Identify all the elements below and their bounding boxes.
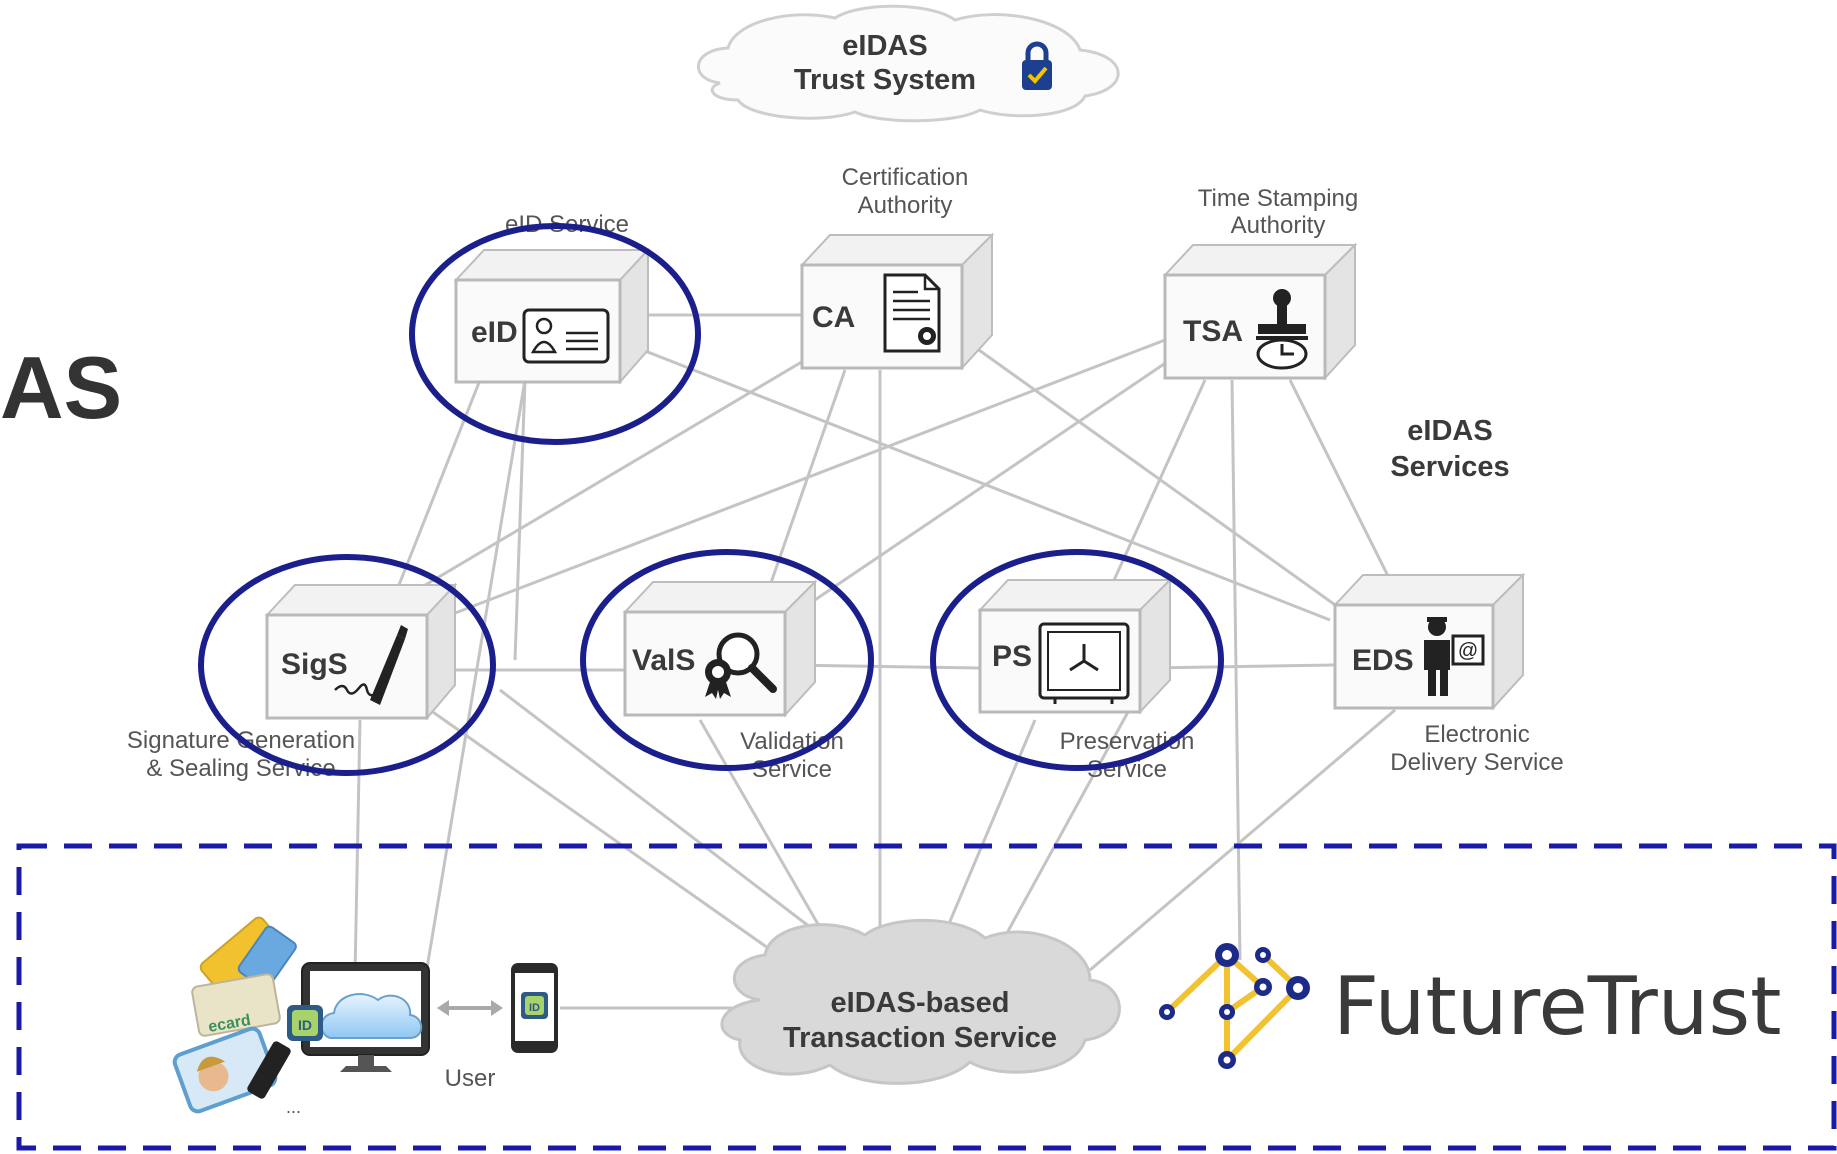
- node-sigs: SigS Signature Generation & Sealing Serv…: [127, 582, 458, 782]
- node-eid: eID eID Service: [453, 211, 651, 385]
- computer-monitor-icon: ID: [287, 962, 430, 1072]
- node-eds: EDS @ Electronic Delivery Service: [1332, 572, 1564, 776]
- highlight-eid: [409, 223, 701, 445]
- id-cards-stack-icon: ecard ...: [172, 916, 301, 1117]
- node-ps: PS Preservation Service: [977, 577, 1194, 783]
- id-badge-monitor: ID: [298, 1017, 312, 1033]
- safe-icon: [1038, 622, 1130, 704]
- certificate-icon: [883, 273, 941, 353]
- futuretrust-logo: FutureTrust: [1159, 943, 1782, 1069]
- transaction-subtitle: Transaction Service: [783, 1022, 1057, 1054]
- highlight-sigs: [198, 554, 496, 776]
- padlock-icon: [1022, 41, 1052, 90]
- node-ca-code: CA: [812, 301, 855, 334]
- highlight-vals: [580, 549, 874, 771]
- courier-mail-icon: @: [1424, 617, 1485, 696]
- node-tsa-code: TSA: [1183, 315, 1243, 348]
- node-tsa: TSA Time Stamping Authority: [1162, 185, 1359, 381]
- connector-lines: [353, 313, 1402, 1010]
- at-symbol: @: [1458, 640, 1478, 662]
- id-badge-phone: ID: [529, 1002, 540, 1014]
- node-eds-caption-line1: Electronic: [1424, 721, 1529, 748]
- double-arrow-icon: [437, 1000, 503, 1016]
- transaction-service-cloud: eIDAS-based Transaction Service: [720, 918, 1121, 1085]
- side-text: AS: [0, 338, 122, 437]
- ellipsis-label: ...: [286, 1097, 301, 1117]
- id-card-icon: [522, 308, 610, 364]
- smartphone-icon: ID: [511, 963, 558, 1053]
- node-ca-caption-line1: Certification: [842, 164, 969, 191]
- node-ps-code: PS: [992, 640, 1032, 673]
- node-eds-code: EDS: [1352, 644, 1414, 677]
- trust-system-subtitle: Trust System: [794, 64, 976, 96]
- futuretrust-wordmark: FutureTrust: [1333, 960, 1782, 1053]
- node-eds-caption-line2: Delivery Service: [1390, 749, 1563, 776]
- user-devices: ecard ... ID User ID: [172, 916, 558, 1117]
- node-sigs-code: SigS: [281, 648, 348, 681]
- magnifier-seal-icon: [705, 632, 777, 699]
- service-nodes: eID eID Service CA: [127, 164, 1564, 783]
- highlight-ps: [930, 549, 1224, 771]
- node-tsa-caption-line1: Time Stamping: [1198, 185, 1359, 212]
- trust-system-title: eIDAS: [842, 30, 927, 62]
- node-vals: ValS Validation Service: [622, 579, 844, 783]
- pen-icon: [334, 625, 408, 705]
- node-ca: CA Certification Authority: [799, 164, 995, 371]
- node-ca-caption-line2: Authority: [858, 192, 953, 219]
- node-vals-caption-line2: Service: [752, 756, 832, 783]
- futuretrust-logo-dots: [1159, 943, 1310, 1069]
- services-label-line2: Services: [1390, 451, 1509, 483]
- trust-system-cloud: eIDAS Trust System: [697, 4, 1120, 123]
- dashed-frame: [16, 843, 1837, 1151]
- node-eid-code: eID: [471, 316, 518, 349]
- node-vals-code: ValS: [632, 644, 695, 677]
- node-vals-caption-line1: Validation: [740, 728, 844, 755]
- stamp-clock-icon: [1256, 289, 1308, 370]
- transaction-title: eIDAS-based: [831, 987, 1010, 1019]
- highlight-rings: [198, 223, 1224, 776]
- services-label-line1: eIDAS: [1407, 415, 1492, 447]
- user-label: User: [445, 1065, 496, 1092]
- node-tsa-caption-line2: Authority: [1231, 212, 1326, 239]
